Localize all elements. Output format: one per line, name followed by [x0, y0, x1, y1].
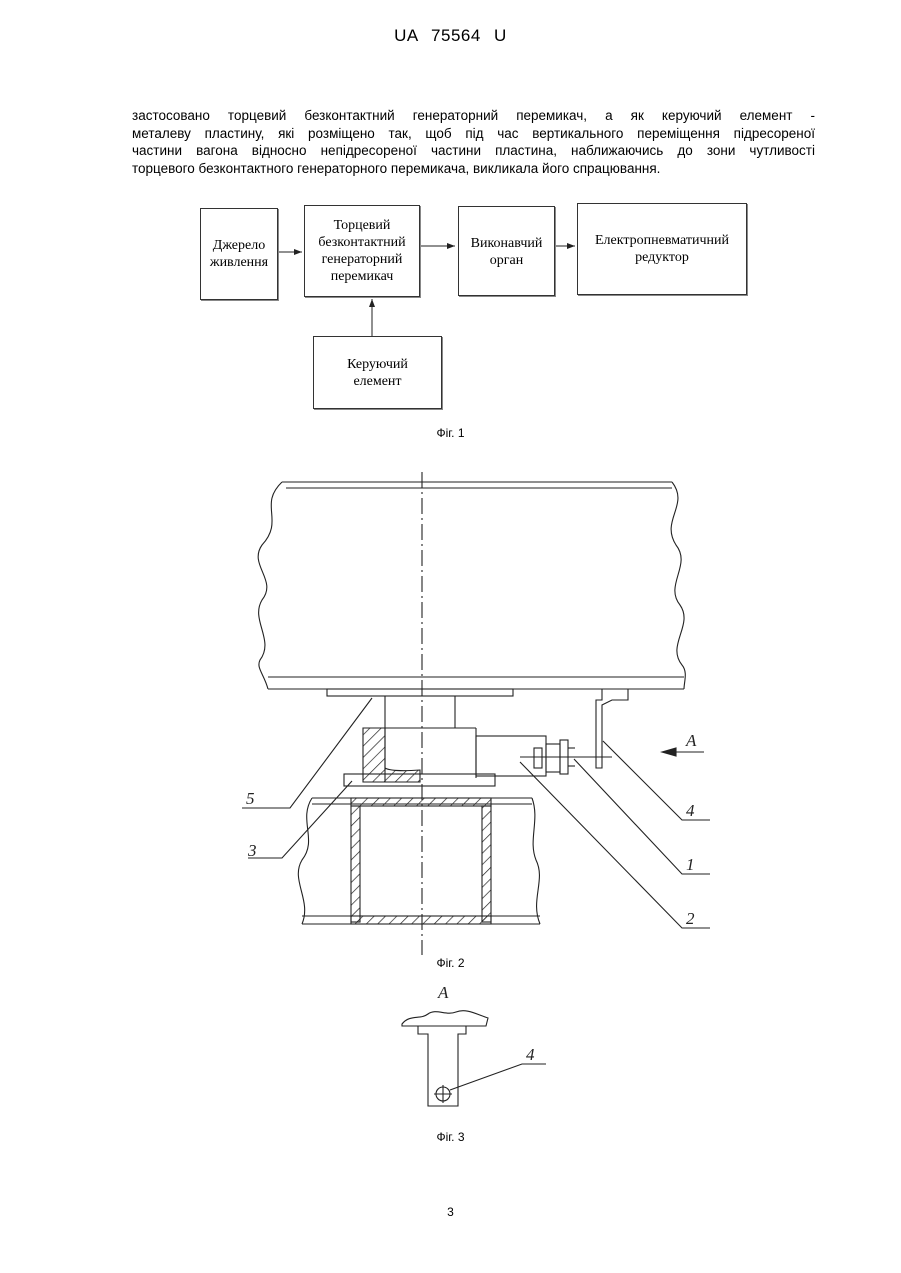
label-3: 3	[247, 841, 257, 860]
label-2: 2	[686, 909, 695, 928]
leader-2	[520, 762, 710, 928]
switch-body-1	[476, 736, 612, 776]
metal-plate-5	[327, 689, 513, 696]
bogie-beam	[298, 798, 540, 924]
label-view-a: А	[685, 731, 697, 750]
label-1: 1	[686, 855, 695, 874]
figure-2-caption: Фіг. 2	[0, 956, 901, 970]
label-5: 5	[246, 789, 255, 808]
page-number: 3	[0, 1205, 901, 1219]
car-body	[258, 482, 685, 689]
figure-3-caption: Фіг. 3	[0, 1130, 901, 1144]
support-post	[385, 696, 476, 782]
leader-5	[242, 698, 372, 808]
view-a-arrowhead	[662, 748, 676, 756]
l-bracket-4	[596, 689, 628, 768]
leader-3	[248, 781, 352, 858]
label-4: 4	[686, 801, 695, 820]
